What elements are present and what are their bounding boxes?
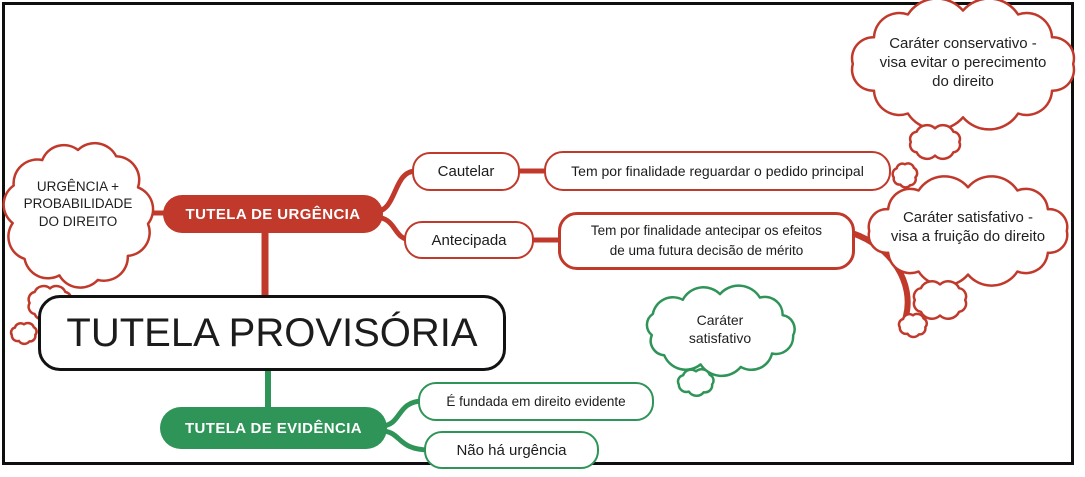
node-cautelar-finalidade[interactable]: Tem por finalidade reguardar o pedido pr… (544, 151, 891, 191)
central-topic-tutela-provisoria[interactable]: TUTELA PROVISÓRIA (38, 295, 506, 371)
node-nao-ha-urgencia[interactable]: Não há urgência (424, 431, 599, 469)
thought-cloud-satisfativo-fruicao (867, 175, 1069, 287)
connector-line (378, 398, 426, 429)
cloud-carater-satisfativo: Caráter satisfativo (688, 312, 752, 346)
node-cautelar[interactable]: Cautelar (412, 152, 520, 191)
cloud-tail-bubble (9, 321, 38, 346)
cloud-carater-conservativo: Caráter conservativo - visa evitar o per… (879, 35, 1047, 91)
cloud-tail-bubble (676, 368, 715, 397)
node-antecipada[interactable]: Antecipada (404, 221, 534, 259)
cloud-tail-bubble (891, 162, 919, 189)
thought-cloud-satisfativo (645, 284, 796, 378)
cloud-carater-satisfativo-fruicao: Caráter satisfativo - visa a fruição do … (890, 209, 1046, 246)
node-direito-evidente[interactable]: É fundada em direito evidente (418, 382, 654, 421)
cloud-tail-bubble (897, 312, 928, 339)
branch-tutela-de-evidencia[interactable]: TUTELA DE EVIDÊNCIA (160, 407, 387, 449)
cloud-tail-bubble (912, 280, 968, 320)
thought-cloud-urgencia (2, 141, 155, 289)
node-antecipada-finalidade[interactable]: Tem por finalidade antecipar os efeitos … (558, 212, 855, 270)
cloud-tail-bubble (908, 123, 962, 161)
branch-tutela-de-urgencia[interactable]: TUTELA DE URGÊNCIA (163, 195, 383, 233)
connector-line (378, 428, 433, 453)
cloud-urgencia-probabilidade: URGÊNCIA + PROBABILIDADE DO DIREITO (23, 179, 133, 229)
thought-cloud-conservativo (850, 0, 1076, 131)
